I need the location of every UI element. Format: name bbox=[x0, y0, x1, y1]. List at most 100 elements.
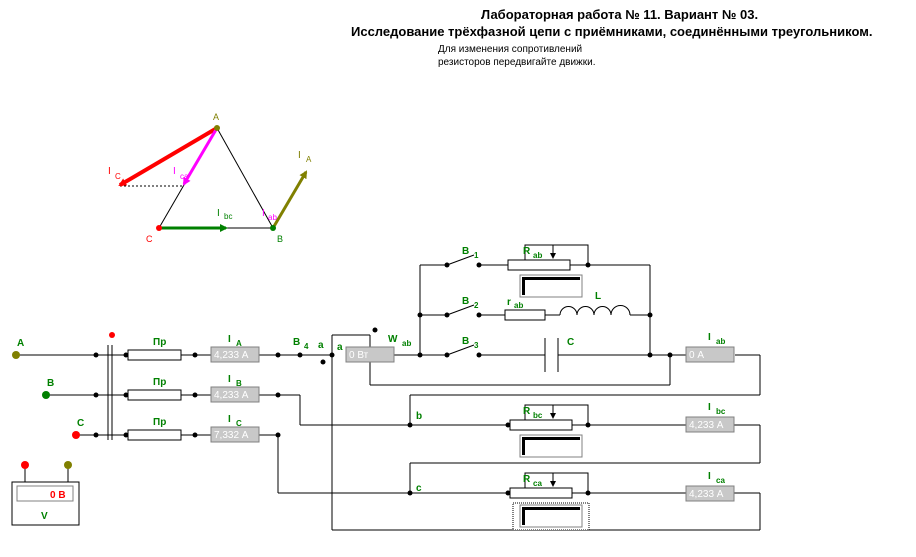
voltmeter-probe-olive[interactable] bbox=[64, 461, 72, 469]
switch-b4-sub: 4 bbox=[304, 342, 309, 351]
title-line-2: Исследование трёхфазной цепи с приёмника… bbox=[351, 24, 873, 39]
switch-b2[interactable] bbox=[446, 304, 475, 316]
vertex-a-dot bbox=[214, 125, 220, 131]
fuse-c-label: Пр bbox=[153, 417, 166, 428]
wattmeter-wab: 0 Вт W ab bbox=[345, 334, 411, 363]
ammeter-ib: 4,233 А I B bbox=[210, 374, 260, 403]
hint-line-1: Для изменения сопротивлений bbox=[438, 44, 583, 55]
phasor-ia bbox=[271, 170, 308, 229]
svg-text:bc: bc bbox=[716, 407, 726, 416]
switch-b2-label: B bbox=[462, 296, 469, 307]
vertex-b-label: B bbox=[277, 234, 283, 244]
ammeter-ia: 4,233 А I A bbox=[210, 334, 260, 363]
ammeter-ibc: 4,233 А I bc bbox=[685, 402, 735, 433]
inductor-l bbox=[559, 305, 631, 316]
svg-text:ab: ab bbox=[402, 339, 411, 348]
ammeter-ica-value: 4,233 А bbox=[689, 489, 724, 500]
phase-c-terminal bbox=[72, 431, 80, 439]
phase-b-label: B bbox=[47, 378, 54, 389]
phasor-ia-sub: A bbox=[306, 155, 312, 164]
ammeter-ia-value: 4,233 А bbox=[214, 350, 249, 361]
slider-rca[interactable] bbox=[512, 502, 590, 531]
phasor-ibc-label: I bbox=[217, 208, 220, 219]
resistor-r-ab-label: r bbox=[507, 297, 511, 308]
phasor-ic bbox=[118, 126, 219, 187]
switch-b1-label: B bbox=[462, 246, 469, 257]
slider-rab[interactable] bbox=[519, 274, 583, 298]
svg-text:I: I bbox=[228, 414, 231, 425]
main-switch-handle[interactable] bbox=[109, 332, 115, 338]
switch-b4-label: B bbox=[293, 337, 300, 348]
switch-b4[interactable] bbox=[297, 352, 335, 365]
resistor-rbc-label: R bbox=[523, 406, 531, 417]
hint-line-2: резисторов передвигайте движки. bbox=[438, 57, 596, 68]
switch-b1-sub: 1 bbox=[474, 251, 479, 260]
svg-text:ca: ca bbox=[716, 476, 725, 485]
voltage-triangle bbox=[158, 126, 274, 229]
node-a2-label: a bbox=[337, 342, 343, 353]
ammeter-ic: 7,332 А I C bbox=[210, 414, 260, 443]
voltmeter-value: 0 В bbox=[50, 490, 66, 501]
fuse-a-label: Пр bbox=[153, 337, 166, 348]
voltmeter-label: V bbox=[41, 511, 48, 522]
svg-text:B: B bbox=[236, 379, 242, 388]
ammeter-iab-value: 0 А bbox=[689, 350, 704, 361]
node-c-dot bbox=[407, 490, 413, 496]
resistor-rab-sub: ab bbox=[533, 251, 542, 260]
wattmeter-terminal bbox=[372, 327, 378, 333]
branch-ab-wires bbox=[417, 262, 686, 358]
svg-text:C: C bbox=[236, 419, 242, 428]
svg-text:I: I bbox=[708, 471, 711, 482]
phase-b-terminal bbox=[42, 391, 50, 399]
vertex-b-dot bbox=[270, 225, 276, 231]
resistor-r-ab-sub: ab bbox=[514, 301, 523, 310]
phasor-ic-label: I bbox=[108, 166, 111, 177]
fuse-a bbox=[127, 349, 182, 361]
inductor-label: L bbox=[595, 291, 601, 302]
phasor-diagram: A B C I C I ca I A I ab I bc bbox=[108, 112, 312, 244]
vertex-c-label: C bbox=[146, 234, 153, 244]
capacitor-c bbox=[544, 338, 559, 372]
switch-b1[interactable] bbox=[446, 254, 475, 266]
phasor-ic-sub: C bbox=[115, 172, 121, 181]
voltmeter: 0 В V bbox=[11, 461, 80, 526]
phasor-ica-sub: ca bbox=[180, 172, 189, 181]
switch-b3[interactable] bbox=[446, 344, 475, 356]
phasor-ica-label: I bbox=[173, 166, 176, 177]
node-b-label: b bbox=[416, 411, 422, 422]
wattmeter-value: 0 Вт bbox=[349, 350, 369, 361]
phase-c-label: C bbox=[77, 418, 84, 429]
switch-b3-label: B bbox=[462, 336, 469, 347]
source-junctions bbox=[93, 352, 281, 438]
vertex-c-dot bbox=[156, 225, 162, 231]
svg-text:I: I bbox=[228, 374, 231, 385]
voltmeter-probe-red[interactable] bbox=[21, 461, 29, 469]
slider-rbc[interactable] bbox=[519, 434, 583, 458]
resistor-rab-label: R bbox=[523, 246, 531, 257]
resistor-rbc bbox=[505, 404, 591, 431]
phasor-ibc-sub: bc bbox=[224, 212, 232, 221]
resistor-rab bbox=[507, 244, 589, 271]
phase-a-terminal bbox=[12, 351, 20, 359]
switch-b2-sub: 2 bbox=[474, 301, 479, 310]
fuse-b-label: Пр bbox=[153, 377, 166, 388]
title-line-1: Лабораторная работа № 11. Вариант № 03. bbox=[481, 7, 759, 22]
ammeter-ica: 4,233 А I ca bbox=[685, 471, 735, 502]
node-b-dot bbox=[407, 422, 413, 428]
resistor-rca-sub: ca bbox=[533, 479, 542, 488]
svg-text:A: A bbox=[236, 339, 242, 348]
phasor-ica bbox=[182, 127, 219, 186]
ammeter-iab: 0 А I ab bbox=[685, 332, 735, 363]
phasor-iab-label: I bbox=[262, 208, 265, 219]
vertex-a-label: A bbox=[213, 112, 219, 122]
svg-text:I: I bbox=[228, 334, 231, 345]
phasor-iab-sub: ab bbox=[268, 213, 277, 222]
switch-b3-sub: 3 bbox=[474, 341, 479, 350]
capacitor-label: C bbox=[567, 337, 574, 348]
fuse-b bbox=[127, 389, 182, 401]
resistor-rca-label: R bbox=[523, 474, 531, 485]
ammeter-ic-value: 7,332 А bbox=[214, 430, 249, 441]
ammeter-ibc-value: 4,233 А bbox=[689, 420, 724, 431]
svg-text:I: I bbox=[708, 332, 711, 343]
